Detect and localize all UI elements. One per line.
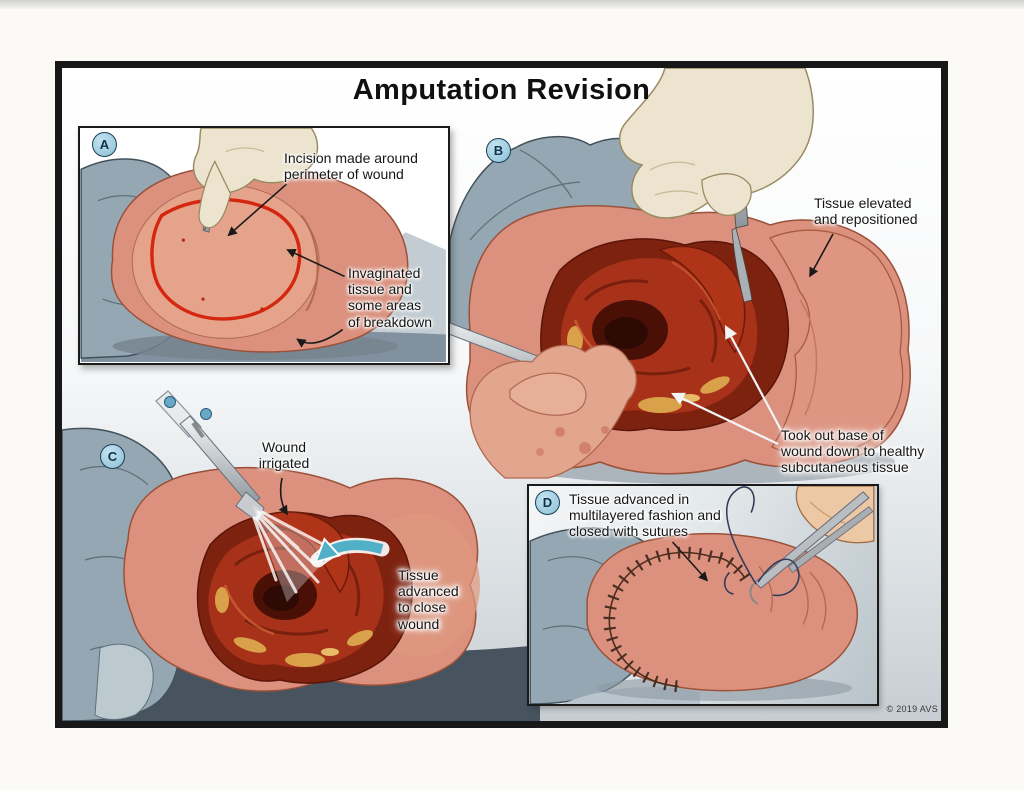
suture-line <box>603 546 751 693</box>
irrigator-instrument <box>155 390 265 523</box>
panel-b-hand <box>469 344 637 479</box>
panel-b-elevated-flap <box>769 229 904 456</box>
arrow-tissue-elevated <box>809 233 834 278</box>
irrigation-spray <box>252 505 332 602</box>
illustration-canvas <box>62 68 911 721</box>
tissue-advance-arrow <box>310 545 390 568</box>
label-invaginated: Invaginated tissue and some areas of bre… <box>348 265 433 330</box>
label-took-out: Took out base of wound down to healthy s… <box>781 427 925 476</box>
needle-holder <box>749 491 874 605</box>
arrow-invaginated-1 <box>286 248 345 278</box>
panel-d-illustration <box>529 486 875 704</box>
suture-thread <box>723 486 800 597</box>
arrow-took-out-2 <box>671 392 779 445</box>
panel-c-wound <box>196 511 413 684</box>
panel-a-gloved-hand <box>192 128 319 229</box>
label-incision: Incision made around perimeter of wound <box>284 150 418 183</box>
panel-c-illustration <box>62 390 540 721</box>
poster-frame: Amputation Revision A B C D Incision mad… <box>55 61 948 728</box>
panel-c-badge: C <box>100 444 125 469</box>
arrow-wound-irrigated <box>278 477 288 516</box>
arrow-took-out-1 <box>724 325 782 431</box>
panel-d-badge: D <box>535 490 560 515</box>
copyright: © 2019 AVS <box>886 704 938 714</box>
label-advanced: Tissue advanced to close wound <box>398 567 459 632</box>
incision-line <box>150 197 302 321</box>
panel-a-illustration <box>80 128 446 363</box>
panel-d-inset <box>527 484 879 706</box>
scan-artifact <box>0 0 1024 9</box>
panel-a-inset <box>78 126 450 365</box>
arrow-sutures <box>671 541 708 582</box>
panel-a-arrows <box>227 183 345 348</box>
label-irrigated: Wound irrigated <box>258 439 310 472</box>
panel-b-gloved-hand <box>619 68 814 219</box>
label-sutures: Tissue advanced in multilayered fashion … <box>569 491 721 540</box>
arrow-incision <box>227 183 288 237</box>
label-elevated: Tissue elevated and repositioned <box>814 195 918 228</box>
panel-a-badge: A <box>92 132 117 157</box>
arrow-invaginated-2 <box>296 328 344 348</box>
panel-b-illustration <box>429 68 911 484</box>
annotation-arrows <box>278 233 834 516</box>
page-title: Amputation Revision <box>352 74 651 106</box>
panel-b-badge: B <box>486 138 511 163</box>
